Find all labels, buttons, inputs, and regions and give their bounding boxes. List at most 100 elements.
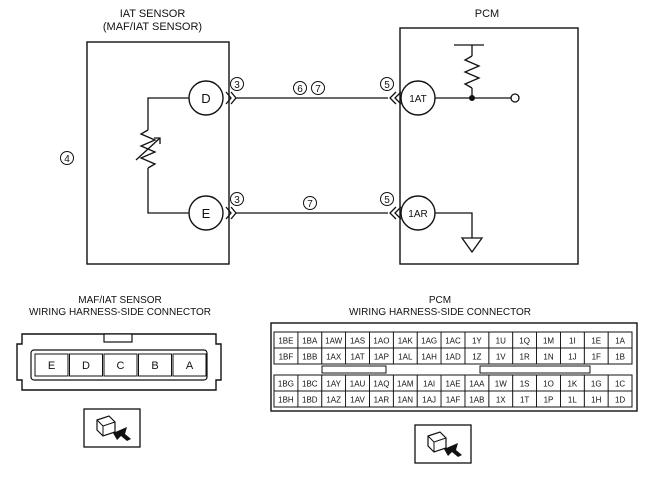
terminal-d-circle — [188, 80, 224, 116]
pcm-pin-label: 1D — [615, 396, 625, 405]
pcm-pin-label: 1AZ — [326, 396, 341, 405]
pcm-pin-label: 1AU — [350, 380, 366, 389]
pcm-pin-label: 1AI — [423, 380, 435, 389]
terminal-1at-label: 1AT — [409, 94, 427, 105]
terminal-e-label: E — [202, 206, 211, 221]
pcm-pin-label: 1C — [615, 380, 625, 389]
maf-connector-view-icon — [83, 408, 141, 448]
maf-pin-cell — [103, 353, 138, 377]
maf-pin-label: A — [186, 360, 194, 372]
wire-d-1at — [225, 91, 402, 105]
callout-3-e: 3 — [230, 192, 244, 206]
pcm-pin-label: 1AJ — [422, 396, 436, 405]
pcm-pin-label: 1AT — [351, 353, 365, 362]
pcm-pin-label: 1G — [591, 380, 602, 389]
ground-icon — [435, 212, 484, 254]
callout-7-wire-bottom: 7 — [303, 196, 317, 210]
pcm-pin-label: 1E — [591, 337, 601, 346]
pcm-connector-title-line1: PCM — [428, 295, 452, 306]
pcm-pin-label: 1S — [520, 380, 530, 389]
callout-3-d: 3 — [230, 77, 244, 91]
pcm-pin-label: 1AE — [445, 380, 460, 389]
pcm-pin-label: 1AH — [421, 353, 437, 362]
callout-5-1ar: 5 — [380, 192, 394, 206]
pcm-pin-label: 1AD — [445, 353, 461, 362]
pcm-pin-label: 1BB — [302, 353, 317, 362]
pcm-connector-view-icon — [414, 424, 472, 464]
callout-6-wire: 6 — [293, 81, 307, 95]
pcm-pin-label: 1R — [520, 353, 530, 362]
pcm-pin-label: 1AX — [326, 353, 342, 362]
pcm-pin-cell — [607, 390, 633, 408]
maf-pin-label: B — [151, 360, 158, 372]
pcm-pin-label: 1P — [544, 396, 554, 405]
iat-sensor-title: IAT SENSOR (MAF/IAT SENSOR) — [80, 8, 225, 34]
maf-pin-cell — [138, 353, 172, 377]
pcm-pin-label: 1F — [592, 353, 601, 362]
pcm-pin-label: 1BG — [278, 380, 294, 389]
terminal-1ar-label: 1AR — [408, 209, 427, 220]
maf-pin-label: C — [117, 360, 125, 372]
pcm-pin-label: 1X — [496, 396, 506, 405]
thermistor-symbol — [135, 97, 189, 214]
pcm-pin-label: 1J — [568, 353, 576, 362]
pcm-pin-label: 1W — [495, 380, 507, 389]
pcm-pin-label: 1M — [543, 337, 554, 346]
pcm-pin-label: 1Z — [472, 353, 481, 362]
pcm-pin-label: 1U — [496, 337, 506, 346]
pcm-pin-label: 1AW — [325, 337, 342, 346]
callout-4-sensor: 4 — [60, 151, 74, 165]
pcm-pin-label: 1AM — [397, 380, 414, 389]
pcm-pin-label: 1AP — [374, 353, 389, 362]
iat-sensor-box — [86, 41, 230, 265]
pcm-pin-label: 1Q — [519, 337, 530, 346]
pcm-pin-label: 1AO — [373, 337, 389, 346]
maf-pin-cell — [69, 353, 103, 377]
pcm-pin-label: 1AA — [469, 380, 485, 389]
pcm-pin-label: 1K — [567, 380, 577, 389]
pull-up-resistor — [435, 44, 511, 99]
maf-pin-label: D — [82, 360, 90, 372]
pcm-pin-label: 1AV — [350, 396, 365, 405]
pcm-pin-label: 1AS — [350, 337, 365, 346]
pcm-pin-label: 1AF — [446, 396, 461, 405]
pcm-pin-label: 1AB — [469, 396, 484, 405]
junction-dot — [469, 95, 475, 101]
pcm-pin-label: 1N — [543, 353, 553, 362]
pcm-pin-label: 1T — [520, 396, 529, 405]
maf-connector-title-line1: MAF/IAT SENSOR — [78, 295, 162, 306]
pcm-title: PCM — [474, 8, 500, 20]
terminal-d-label: D — [201, 91, 210, 106]
callout-5-1at: 5 — [380, 77, 394, 91]
pcm-pin-label: 1AR — [374, 396, 390, 405]
pcm-pin-label: 1AC — [445, 337, 461, 346]
svg-text:3: 3 — [234, 80, 240, 91]
pcm-box — [399, 27, 579, 265]
pcm-pin-label: 1H — [591, 396, 601, 405]
signal-terminal-icon — [510, 93, 520, 103]
svg-text:5: 5 — [384, 80, 390, 91]
callout-7-wire-top: 7 — [311, 81, 325, 95]
pcm-pin-label: 1BC — [302, 380, 318, 389]
pcm-pin-label: 1AN — [398, 396, 414, 405]
pcm-pin-label: 1L — [568, 396, 577, 405]
pcm-pin-cell — [607, 347, 633, 365]
maf-pin-cell — [34, 353, 69, 377]
terminal-e-circle — [188, 195, 224, 231]
svg-text:6: 6 — [297, 84, 303, 95]
maf-pin-cell — [172, 353, 207, 377]
maf-pin-label: E — [48, 360, 55, 372]
maf-connector-title: MAF/IAT SENSOR WIRING HARNESS-SIDE CONNE… — [5, 295, 235, 319]
maf-connector-title-line2: WIRING HARNESS-SIDE CONNECTOR — [28, 307, 212, 318]
pcm-pin-label: 1AG — [421, 337, 437, 346]
iat-sensor-title-line2: (MAF/IAT SENSOR) — [102, 21, 203, 33]
svg-text:7: 7 — [307, 199, 313, 210]
pcm-pin-label: 1I — [569, 337, 576, 346]
svg-text:7: 7 — [315, 84, 321, 95]
svg-text:5: 5 — [384, 195, 390, 206]
pcm-pin-label: 1V — [496, 353, 506, 362]
svg-text:3: 3 — [234, 195, 240, 206]
pcm-connector-title-line2: WIRING HARNESS-SIDE CONNECTOR — [348, 307, 532, 318]
